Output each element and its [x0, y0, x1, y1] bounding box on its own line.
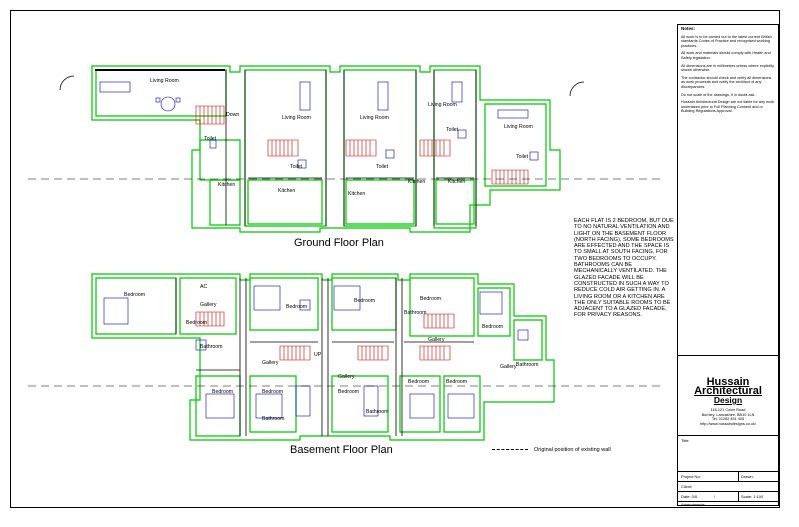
ground-stairs — [195, 105, 529, 185]
date-label: Date: 0/0 — [681, 494, 698, 499]
room-label: Bedroom — [186, 320, 207, 326]
amendments-label: Amendments: — [681, 502, 706, 507]
room-label: Gallery — [262, 360, 279, 366]
room-label: Bathroom — [200, 344, 223, 350]
room-label: Kitchen — [348, 191, 365, 197]
room-label: Bedroom — [408, 379, 429, 385]
date-separator: / — [714, 494, 716, 499]
room-label: Toilet — [446, 127, 459, 133]
scale-label: Scale: 1:100 — [741, 494, 764, 499]
note: All dimensions are in millimetres unless… — [681, 63, 775, 73]
original-wall-lines — [28, 178, 660, 387]
room-label: AC — [200, 284, 207, 290]
room-label: Living Room — [428, 102, 457, 108]
room-label: Bedroom — [212, 389, 233, 395]
client-label: Client: — [681, 484, 693, 489]
room-label: Living Room — [360, 115, 389, 121]
ground-furniture — [99, 81, 539, 169]
room-label: Toilet — [516, 154, 529, 160]
note: Hussain Architectural Design are not lia… — [681, 100, 775, 114]
address-line: http://www.hussaindesigns.co.uk/ — [700, 421, 756, 426]
room-label: Bedroom — [354, 298, 375, 304]
company-name-line2: Design — [713, 395, 743, 405]
note: Do not scale of the drawings, if in doub… — [681, 92, 756, 97]
room-label: Bedroom — [262, 389, 283, 395]
room-label: UP — [314, 352, 322, 358]
room-label: Bathroom — [366, 409, 389, 415]
room-label: Bedroom — [338, 389, 359, 395]
company-address: 118-121 Colne Road Burnley, Lancashire. … — [678, 408, 778, 426]
notes: Notes: All work is to be carried out to … — [678, 25, 778, 119]
room-labels: Living Room Living Room Living Room Livi… — [124, 78, 539, 422]
room-label: Bedroom — [420, 296, 441, 302]
ground-floor-title: Ground Floor Plan — [294, 237, 384, 249]
note: All work is to be carried out to the lat… — [681, 34, 772, 48]
legend-label: Original position of existing wall — [534, 447, 611, 453]
date-row: Date: 0/0 / Scale: 1:100 — [678, 491, 778, 501]
design-description: Each flat is 2 bedroom, but due to no na… — [574, 218, 674, 319]
room-label: Toilet — [204, 136, 217, 142]
room-label: Gallery — [500, 364, 517, 370]
address-line: 118-121 Colne Road — [710, 408, 746, 412]
ground-partitions — [59, 69, 585, 226]
room-label: Toilet — [376, 164, 389, 170]
title-label: Title: — [681, 438, 690, 443]
room-label: Living Room — [150, 78, 179, 84]
address-line: Tel: 01282 451 405 — [711, 417, 745, 422]
basement-floor-title: Basement Floor Plan — [290, 444, 393, 456]
room-label: Gallery — [338, 374, 355, 380]
basement-stairs — [195, 311, 455, 361]
drawing-frame — [10, 10, 780, 508]
room-label: Bedroom — [482, 324, 503, 330]
notes-heading: Notes: — [681, 26, 696, 31]
room-label: Gallery — [428, 337, 445, 343]
room-label: Living Room — [504, 124, 533, 130]
room-label: Toilet — [290, 164, 303, 170]
room-label: Kitchen — [408, 179, 425, 185]
room-label: Gallery — [200, 302, 217, 308]
project-label: Project No: — [681, 474, 701, 479]
room-label: Down — [226, 112, 239, 118]
title-row: Title: — [678, 435, 778, 471]
room-label: Bathroom — [404, 310, 427, 316]
room-label: Bathroom — [516, 362, 539, 368]
note: The contractor should check and verify a… — [681, 75, 772, 89]
room-label: Bathroom — [262, 416, 285, 422]
dashed-line-icon — [492, 449, 528, 451]
basement-furniture — [103, 285, 529, 419]
amendments-row: Amendments: — [678, 501, 778, 507]
note: All work and materials should comply wit… — [681, 51, 771, 60]
company-name-line1: Hussain Architectural — [694, 376, 762, 397]
room-label: Living Room — [282, 115, 311, 121]
address-line: Burnley, Lancashire. BB10 1LN — [701, 412, 755, 417]
client-row: Client: — [678, 481, 778, 491]
room-label: Bedroom — [124, 292, 145, 298]
room-label: Kitchen — [278, 188, 295, 194]
room-label: Bedroom — [446, 379, 467, 385]
title-block: Notes: All work is to be carried out to … — [677, 24, 779, 507]
basement-partitions — [175, 278, 474, 436]
basement-floor-plan — [91, 273, 555, 441]
room-label: Bedroom — [286, 304, 307, 310]
room-label: Kitchen — [448, 179, 465, 185]
drawn-label: Drawn: — [741, 474, 754, 479]
project-row: Project No: Drawn: — [678, 471, 778, 481]
legend: Original position of existing wall — [492, 447, 611, 453]
room-label: Kitchen — [218, 182, 235, 188]
